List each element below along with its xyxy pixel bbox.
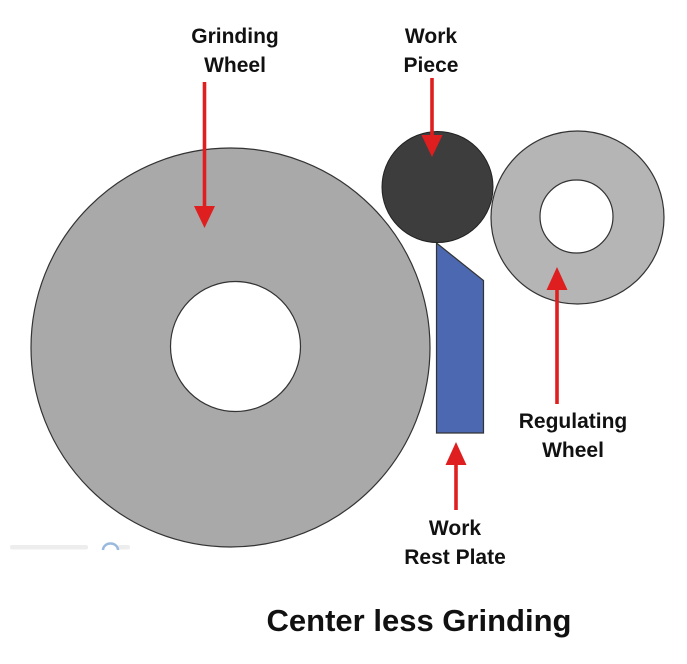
work-piece-arrow (421, 78, 443, 157)
work-piece-label: Work Piece (404, 22, 459, 80)
diagram-title: Center less Grinding (266, 603, 572, 638)
regulating-wheel-arrow (546, 267, 568, 404)
work-rest-plate-label-line2: Rest Plate (404, 546, 506, 569)
work-rest-plate-label: Work Rest Plate (404, 514, 506, 572)
watermark-smudge (10, 542, 130, 551)
regulating-wheel-bore (539, 179, 614, 254)
regulating-wheel-label: Regulating Wheel (519, 407, 628, 465)
work-piece-arrow-head (421, 135, 443, 157)
regulating-wheel-arrow-head (546, 267, 568, 290)
grinding-wheel-arrow-head (194, 206, 215, 228)
work-rest-plate-shape (435, 241, 485, 434)
grinding-wheel-arrow (194, 82, 215, 228)
work-rest-plate-arrow-head (445, 442, 467, 465)
work-rest-plate-label-line1: Work (428, 517, 482, 540)
regulating-wheel-label-line1: Regulating (518, 410, 628, 433)
grinding-wheel-bore (169, 280, 302, 413)
grinding-wheel-label-line1: Grinding (191, 25, 279, 48)
regulating-wheel-label-line2: Wheel (542, 439, 604, 462)
work-piece-label-line2: Piece (403, 54, 459, 77)
work-piece-label-line1: Work (404, 25, 458, 48)
work-piece-shape (381, 131, 494, 243)
work-rest-plate-arrow (445, 442, 467, 510)
grinding-wheel-label-line2: Wheel (204, 54, 266, 77)
grinding-wheel-label: Grinding Wheel (191, 22, 279, 80)
